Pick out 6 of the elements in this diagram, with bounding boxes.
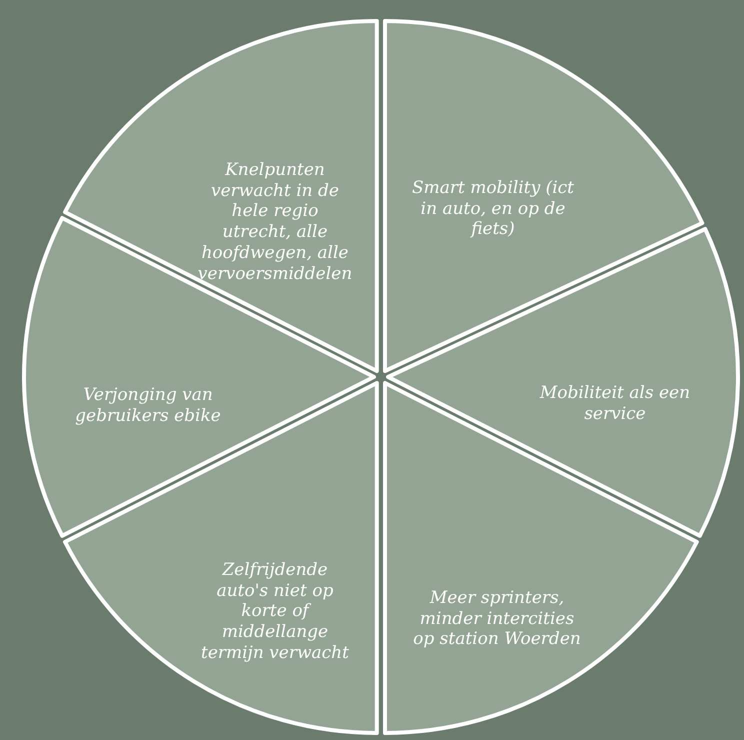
segment-text: Mobiliteit als een service xyxy=(538,382,692,424)
segment-text: Meer sprinters, minder intercities op station Woerden xyxy=(412,588,582,650)
segment-text: Zelfrijdende auto's niet op korte of middellange termijn verwacht xyxy=(200,560,350,664)
segment-text: Knelpunten verwacht in de hele regio utrecht, alle hoofdwegen, alle vervoersmiddelen xyxy=(196,160,354,284)
segment-text: Smart mobility (ict in auto, en op de fiets) xyxy=(410,178,576,240)
segment-text: Verjonging van gebruikers ebike xyxy=(74,384,222,426)
